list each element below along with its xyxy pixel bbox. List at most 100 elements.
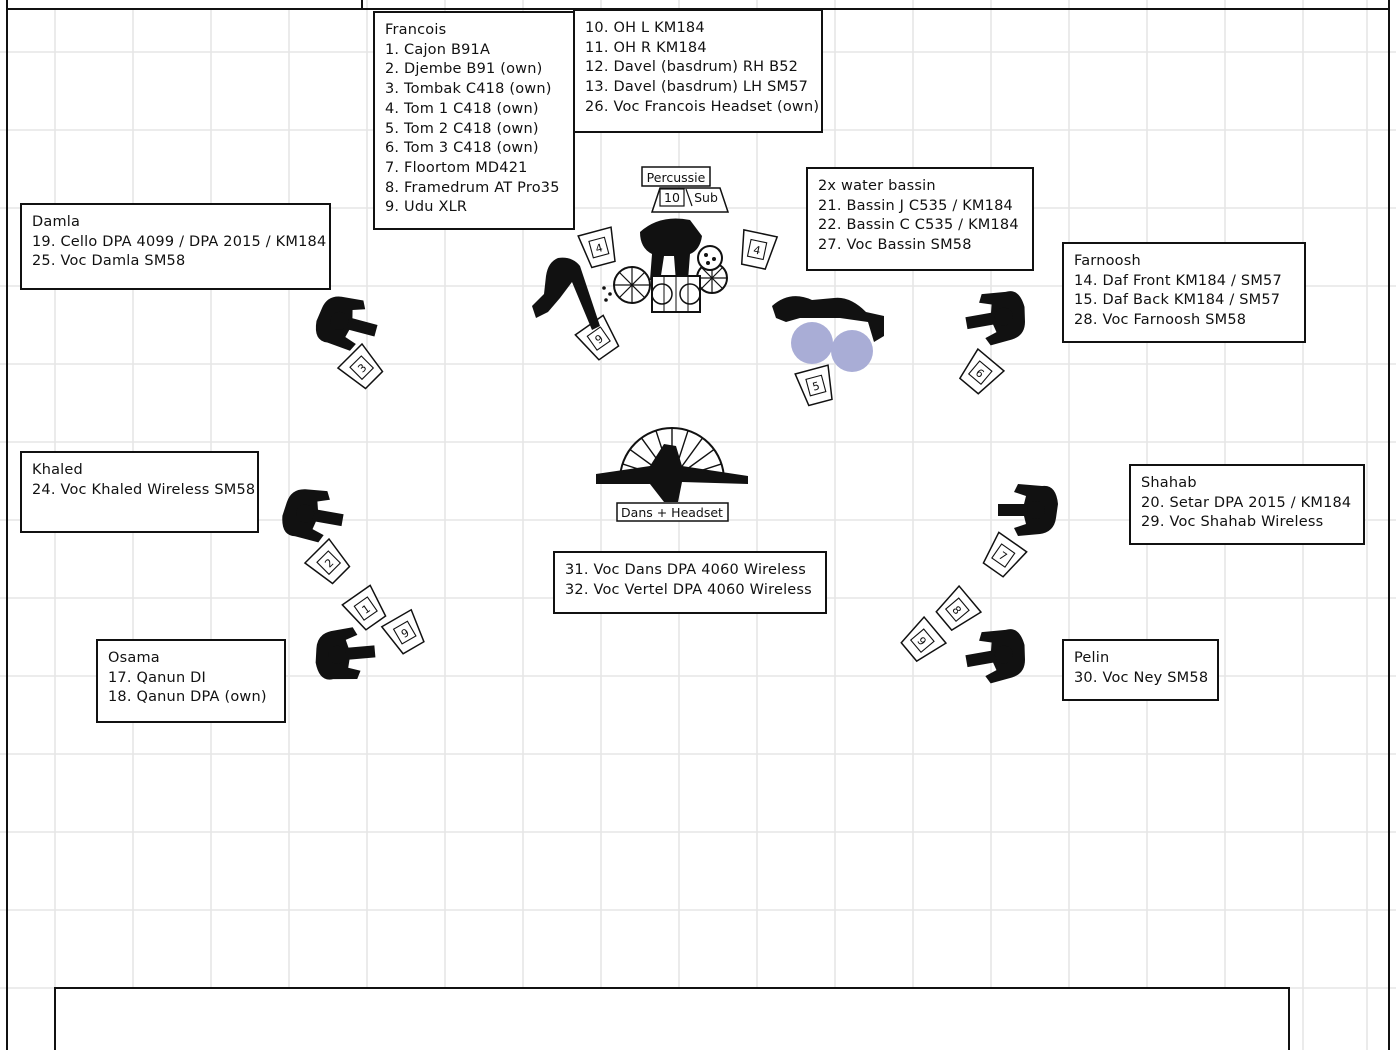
wedge-inner [746, 238, 768, 261]
drummer-icon [640, 218, 702, 282]
wedge-inner [349, 355, 375, 381]
dancer-group: Dans + Headset [596, 427, 748, 522]
sub-label: Sub [694, 190, 718, 205]
wedge-inner [588, 236, 610, 259]
percussie-label: Percussie [647, 170, 706, 185]
mic-line: 27. Voc Bassin SM58 [818, 237, 972, 254]
mic-line: 10. OH L KM184 [585, 20, 705, 36]
farnoosh-name: Farnoosh [1074, 253, 1141, 269]
sub-number-box [659, 188, 685, 207]
mic-line: 8. Framedrum AT Pro35 [385, 179, 560, 196]
wedge-outline [935, 584, 983, 632]
shaker-dot [602, 286, 606, 290]
wedge-outline [577, 226, 616, 269]
overheads-info-box: 10. OH L KM184 11. OH R KM184 12. Davel … [573, 9, 823, 133]
wedge-inner [586, 326, 611, 351]
sub-number: 10 [664, 190, 680, 205]
wedge-osama-2-monitor-icon: 9 [380, 608, 425, 655]
wedge-inner [316, 550, 342, 576]
farnoosh-info-box: Farnoosh 14. Daf Front KM184 / SM57 15. … [1062, 242, 1306, 343]
mic-line: 13. Davel (basdrum) LH SM57 [585, 79, 809, 96]
mic-line: 3. Tombak C418 (own) [385, 81, 552, 98]
mic-line: 6. Tom 3 C418 (own) [385, 140, 539, 157]
udu-dot [704, 253, 708, 257]
wedge-outline [336, 342, 384, 390]
osama-info-box: Osama 17. Qanun DI 18. Qanun DPA (own) [96, 639, 286, 723]
water-bassin-j-icon [791, 322, 833, 364]
floortom-spokes-icon [697, 263, 727, 293]
pelin-info-box: Pelin 30. Voc Ney SM58 [1062, 639, 1219, 701]
stage-front-riser [54, 987, 1290, 1054]
udu-dot [712, 257, 716, 261]
tom-icon [651, 283, 673, 305]
mic-line: 20. Setar DPA 2015 / KM184 [1141, 494, 1352, 511]
mic-line: 26. Voc Francois Headset (own) [585, 98, 820, 115]
mic-line: 15. Daf Back KM184 / SM57 [1074, 292, 1281, 309]
khaled-musician-icon [282, 489, 344, 543]
mic-line: 7. Floortom MD421 [385, 159, 528, 176]
dancer-label-box [616, 502, 729, 522]
wedge-inner [805, 374, 827, 397]
tom-icon [679, 283, 701, 305]
shahab-info-box: Shahab 20. Setar DPA 2015 / KM184 29. Vo… [1129, 464, 1365, 545]
mic-line: 22. Bassin C C535 / KM184 [818, 217, 1019, 234]
mic-line: 21. Bassin J C535 / KM184 [818, 197, 1013, 214]
mic-line: 11. OH R KM184 [585, 39, 707, 56]
wedge-outline [982, 531, 1028, 578]
mic-line: 12. Davel (basdrum) RH B52 [585, 59, 799, 76]
francois-name: Francois [385, 22, 447, 38]
wedge-inner [991, 543, 1016, 568]
wedge-pelin-1-monitor-icon: 8 [935, 584, 983, 632]
udu-icon [697, 245, 723, 271]
water-bassin-group [772, 296, 884, 372]
khaled-name: Khaled [32, 462, 83, 478]
mic-line: 5. Tom 2 C418 (own) [385, 120, 539, 137]
wedge-khaled-monitor-icon: 2 [303, 537, 351, 585]
osama-musician-icon [315, 627, 376, 680]
tombak-drum-icon [614, 267, 650, 303]
khaled-info-box: Khaled 24. Voc Khaled Wireless SM58 [20, 451, 259, 533]
wedge-water-monitor-icon: 5 [794, 364, 833, 407]
wedge-inner [967, 360, 993, 386]
wedge-outline [341, 584, 387, 631]
musician-head [328, 645, 347, 664]
mic-line: 14. Daf Front KM184 / SM57 [1074, 272, 1282, 289]
wedge-inner [909, 628, 935, 654]
wedge-drum-left-monitor-icon: 4 [577, 226, 616, 269]
farnoosh-musician-icon [965, 291, 1025, 346]
shahab-name: Shahab [1141, 475, 1197, 491]
mic-line: 9. Udu XLR [385, 199, 468, 216]
mic-line: 32. Voc Vertel DPA 4060 Wireless [565, 581, 812, 598]
musician-head [994, 307, 1013, 326]
udu-dot [706, 261, 710, 265]
wedge-shahab-monitor-icon: 7 [982, 531, 1028, 578]
wedge-inner [353, 596, 378, 621]
musician-figures [282, 291, 1058, 684]
shahab-musician-icon [998, 484, 1058, 536]
mic-line: 24. Voc Khaled Wireless SM58 [32, 481, 256, 498]
wedge-number: 4 [752, 243, 762, 257]
wedge-osama-1-monitor-icon: 1 [341, 584, 387, 631]
wedge-farnoosh-monitor-icon: 6 [958, 347, 1006, 395]
pelin-name: Pelin [1074, 650, 1110, 666]
wedge-pelin-2-monitor-icon: 9 [900, 615, 948, 663]
shaker-dot [608, 292, 612, 296]
dans-info-box: 31. Voc Dans DPA 4060 Wireless 32. Voc V… [553, 551, 827, 614]
shaker-dot [604, 298, 608, 302]
water-bassin-c-icon [831, 330, 873, 372]
water-bassin-info-box: 2x water bassin 21. Bassin J C535 / KM18… [806, 167, 1034, 271]
musician-head [330, 311, 349, 330]
wedge-outline [794, 364, 833, 407]
wedge-number: 5 [811, 379, 821, 393]
top-left-partial-box [6, 0, 363, 10]
damla-musician-icon [315, 296, 378, 351]
wedge-inner [944, 597, 970, 623]
wedge-inner [392, 620, 417, 645]
wedge-outline [958, 347, 1006, 395]
mic-line: 2. Djembe B91 (own) [385, 61, 543, 78]
wedge-outline [900, 615, 948, 663]
mic-line: 30. Voc Ney SM58 [1074, 669, 1209, 686]
